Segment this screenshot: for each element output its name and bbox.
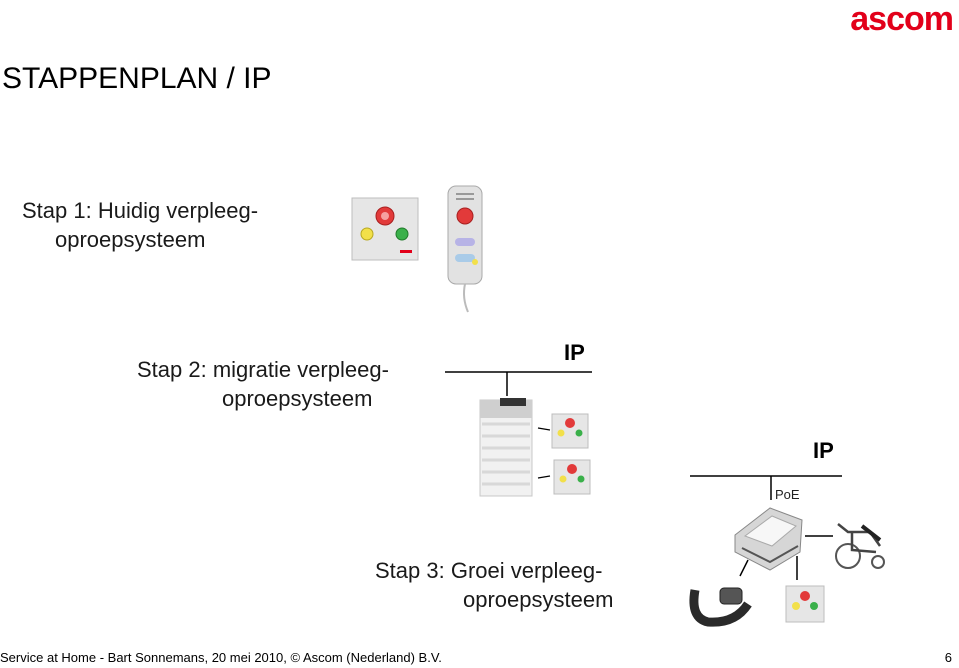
- ascom-logo: ascom: [850, 0, 954, 38]
- step-2-line-1: Stap 2: migratie verpleeg-: [137, 357, 389, 382]
- page-number: 6: [944, 650, 952, 665]
- step-3-line-1: Stap 3: Groei verpleeg-: [375, 558, 603, 583]
- wristband-icon: [689, 587, 752, 627]
- ip-label-right: IP: [813, 438, 834, 463]
- call-panel-icon: [351, 197, 419, 261]
- cable-module-icon: [479, 398, 533, 497]
- step-2-line-2: oproepsysteem: [222, 386, 373, 411]
- ip-label-top: IP: [564, 340, 585, 365]
- poe-label: PoE: [775, 487, 800, 502]
- call-panel-icon: [785, 585, 825, 623]
- call-panel-icon: [551, 413, 589, 449]
- wheelchair-icon: [835, 523, 885, 569]
- wireless-base-icon: [734, 507, 803, 571]
- step-1-line-2: oproepsysteem: [55, 227, 206, 252]
- call-panel-icon: [553, 459, 591, 495]
- handset-icon: [447, 185, 483, 313]
- footer-text: Service at Home - Bart Sonnemans, 20 mei…: [0, 650, 442, 665]
- step-3-line-2: oproepsysteem: [463, 587, 614, 612]
- step-1-line-1: Stap 1: Huidig verpleeg-: [22, 198, 259, 223]
- slide-title: STAPPENPLAN / IP: [2, 62, 272, 95]
